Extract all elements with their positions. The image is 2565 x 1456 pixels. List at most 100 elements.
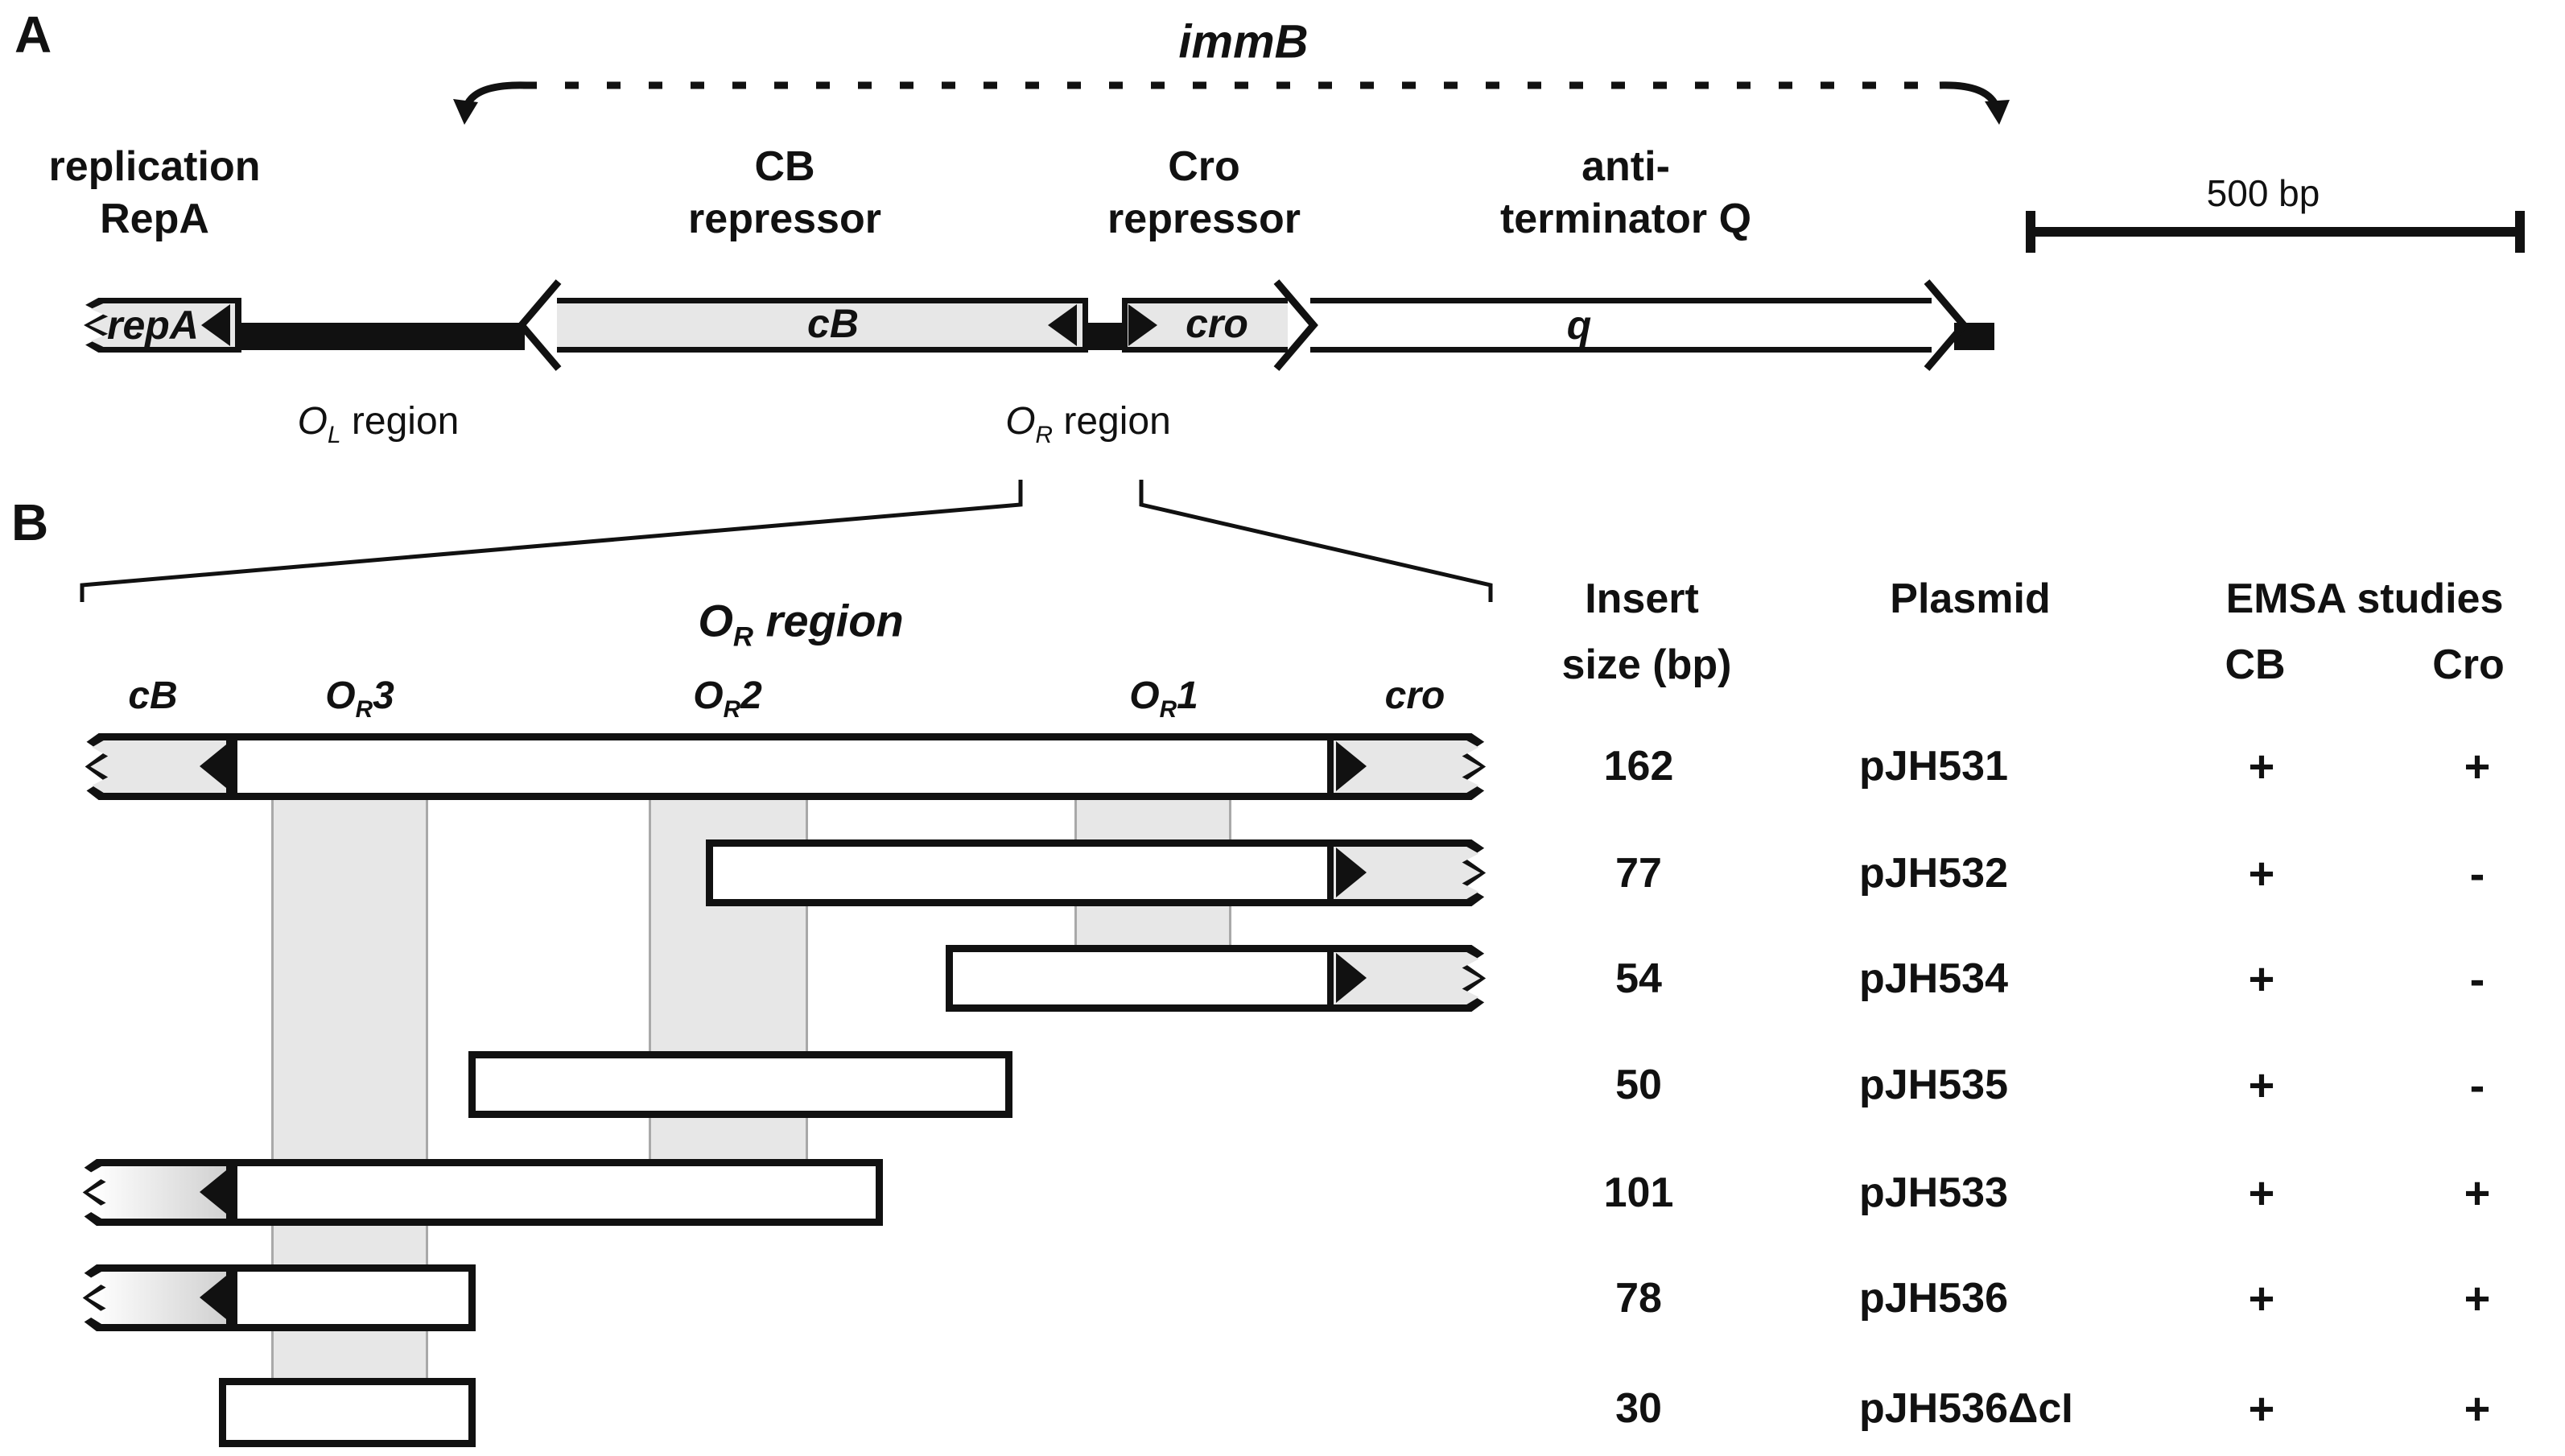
row-size: 30 — [1615, 1385, 1662, 1432]
immb-label: immB — [1178, 15, 1309, 68]
zoom-connector-right — [1139, 480, 1493, 602]
immb-left-hook — [462, 81, 527, 109]
product-cro-line1: Cro — [1168, 143, 1240, 190]
map-end-line — [1954, 323, 1994, 350]
or-region-label: OR region — [1005, 399, 1171, 449]
panel-b-or-region-heading: OR region — [698, 594, 903, 653]
or-region-symbol: O — [1005, 400, 1036, 443]
row-cb-result: + — [2248, 1272, 2275, 1324]
heading-word: region — [753, 595, 904, 646]
fragment-pjh536-left-junction — [226, 1264, 230, 1331]
repa-direction-arrowhead-icon — [201, 304, 230, 346]
table-header-emsa: EMSA studies — [2225, 575, 2504, 622]
panel-b-label: B — [11, 493, 49, 551]
table-header-insert-line2: size (bp) — [1561, 641, 1732, 688]
fragment-bar-pjh532 — [706, 839, 1334, 906]
fragment-pjh531-left-junction — [226, 733, 230, 800]
row-plasmid: pJH536 — [1859, 1275, 2008, 1322]
ol-region-line — [238, 323, 525, 350]
cb-gene-tip-chevron-icon — [517, 279, 562, 371]
site-label-or3: OR3 — [325, 674, 394, 723]
fragment-bar-pjh535 — [468, 1051, 1012, 1118]
fragment-pjh534-cro-arrowhead-icon — [1336, 953, 1367, 1003]
repa-gene-box-right-border — [235, 298, 241, 353]
fragment-pjh534-right-junction — [1330, 945, 1334, 1012]
cro-direction-arrowhead-icon — [1128, 304, 1157, 346]
fragment-bar-pjh534 — [946, 945, 1334, 1012]
q-gene-box — [1310, 298, 1932, 353]
fragment-pjh533-left-junction — [226, 1159, 230, 1226]
row-cro-result: - — [2469, 1059, 2485, 1111]
product-repa-line1: replication — [48, 143, 261, 190]
site-label-cb: cB — [128, 674, 178, 718]
row-plasmid: pJH531 — [1859, 743, 2008, 790]
row-cb-result: + — [2248, 848, 2275, 899]
or-region-line — [1087, 323, 1128, 350]
ol-region-subscript: L — [328, 421, 341, 448]
table-header-cb: CB — [2225, 641, 2286, 688]
fragment-pjh531-cb-arrowhead-icon — [200, 741, 230, 791]
row-plasmid: pJH536ΔcI — [1859, 1385, 2073, 1432]
repa-gene-label: repA — [107, 303, 199, 348]
row-cro-result: - — [2469, 953, 2485, 1004]
immb-right-hook — [1939, 81, 2001, 109]
row-size: 54 — [1615, 955, 1662, 1002]
heading-subscript: R — [732, 621, 753, 653]
fragment-pjh531-cro-arrowhead-icon — [1336, 741, 1367, 791]
site-label-cro: cro — [1384, 674, 1445, 718]
row-size: 162 — [1603, 743, 1674, 790]
row-plasmid: pJH534 — [1859, 955, 2008, 1002]
row-cro-result: + — [2464, 1383, 2491, 1434]
row-cb-result: + — [2248, 1167, 2275, 1219]
ol-region-word: region — [340, 400, 460, 443]
fragment-pjh531-right-junction — [1330, 733, 1334, 800]
or-region-subscript: R — [1035, 421, 1054, 448]
immb-left-arrowhead-icon — [453, 99, 478, 125]
fragment-pjh532-right-junction — [1330, 839, 1334, 906]
fragment-pjh533-cb-arrowhead-icon — [200, 1167, 230, 1217]
row-plasmid: pJH533 — [1859, 1169, 2008, 1216]
cb-gene-box — [557, 298, 1088, 353]
row-size: 101 — [1603, 1169, 1674, 1216]
product-repa-line2: RepA — [100, 196, 209, 242]
row-cro-result: - — [2469, 848, 2485, 899]
cb-gene-label: cB — [807, 301, 859, 346]
row-plasmid: pJH532 — [1859, 850, 2008, 897]
product-cro-line2: repressor — [1107, 196, 1301, 242]
q-gene-label: q — [1566, 303, 1592, 348]
heading-symbol: O — [698, 595, 733, 646]
fragment-bar-pjh536 — [230, 1264, 476, 1331]
table-header-cro: Cro — [2432, 641, 2505, 688]
row-cro-result: + — [2464, 1272, 2491, 1324]
immb-right-arrowhead-icon — [1985, 100, 2010, 125]
ol-region-label: OL region — [298, 399, 460, 449]
row-plasmid: pJH535 — [1859, 1062, 2008, 1108]
row-size: 50 — [1615, 1062, 1662, 1108]
row-cb-result: + — [2248, 740, 2275, 792]
scale-bar-label: 500 bp — [2206, 172, 2320, 214]
cb-direction-arrowhead-icon — [1048, 304, 1077, 346]
fragment-bar-pjh536dci — [219, 1378, 476, 1447]
product-q-line2: terminator Q — [1499, 196, 1752, 242]
fragment-bar-pjh531 — [230, 733, 1334, 800]
row-cro-result: + — [2464, 1167, 2491, 1219]
row-cb-result: + — [2248, 953, 2275, 1004]
zoom-connector-left — [80, 480, 1023, 602]
product-cb-line1: CB — [754, 143, 815, 190]
panel-a-label: A — [14, 6, 52, 64]
row-cb-result: + — [2248, 1383, 2275, 1434]
table-header-insert-line1: Insert — [1585, 575, 1699, 622]
ol-region-symbol: O — [297, 400, 328, 443]
site-label-or1: OR1 — [1129, 674, 1198, 723]
row-size: 78 — [1615, 1275, 1662, 1322]
product-q-line1: anti- — [1581, 143, 1670, 190]
cro-gene-label: cro — [1186, 301, 1248, 346]
site-label-or2: OR2 — [693, 674, 762, 723]
fragment-pjh536-cb-arrowhead-icon — [200, 1272, 230, 1322]
row-cro-result: + — [2464, 740, 2491, 792]
product-cb-line2: repressor — [688, 196, 881, 242]
row-size: 77 — [1615, 850, 1662, 897]
fragment-pjh532-cro-arrowhead-icon — [1336, 848, 1367, 897]
fragment-bar-pjh533 — [230, 1159, 883, 1226]
